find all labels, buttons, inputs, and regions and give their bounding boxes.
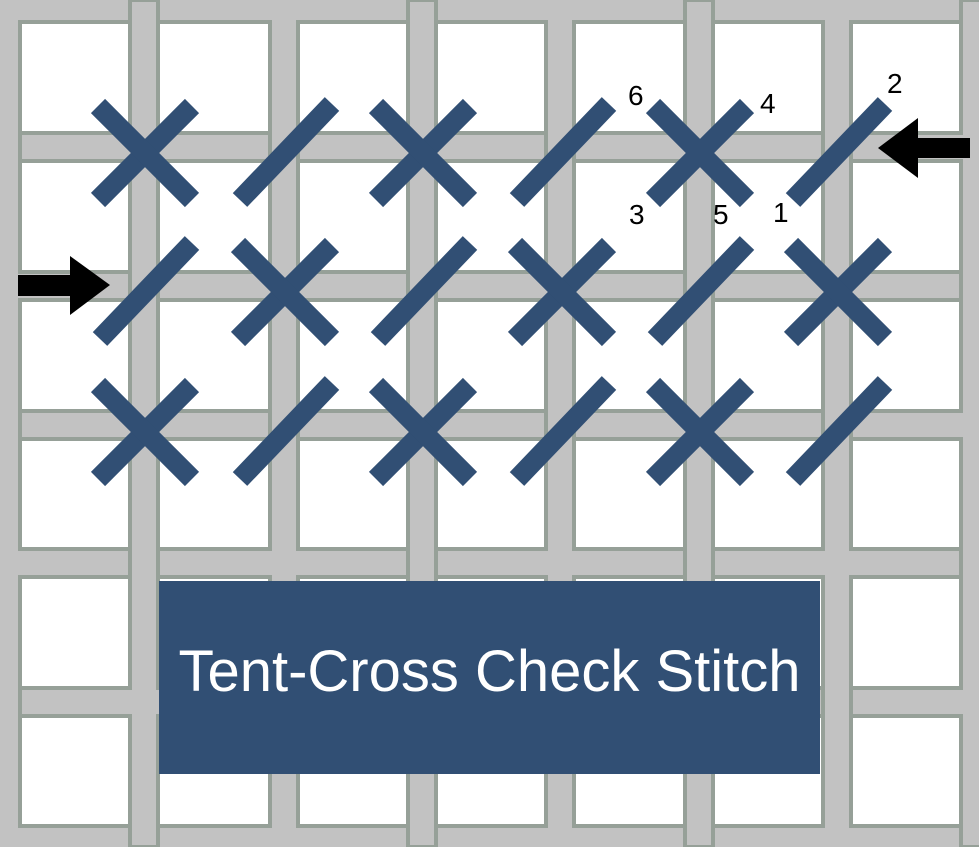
- tent-stitch: [509, 376, 617, 486]
- thread-weave-over: [959, 690, 979, 714]
- thread-weave-over: [544, 551, 576, 575]
- thread-weave-over: [268, 0, 300, 20]
- thread-weave-over: [0, 0, 22, 20]
- thread-weave-over: [959, 413, 979, 437]
- thread-weave-over: [821, 0, 853, 20]
- cross-stitch: [368, 377, 478, 487]
- stitch-diagonal-back: [368, 377, 478, 487]
- cross-stitch: [90, 98, 200, 208]
- cross-stitch: [368, 98, 478, 208]
- stitch-diagonal-back: [90, 377, 200, 487]
- stitches: [90, 97, 893, 487]
- cross-stitch: [507, 237, 617, 347]
- arrows: [18, 118, 970, 315]
- step-label-4: 4: [760, 88, 776, 119]
- stitch-diagonal-back: [90, 98, 200, 208]
- stitch-diagonal-back: [783, 237, 893, 347]
- tent-stitch: [232, 97, 340, 207]
- stitch-diagonal-back: [230, 237, 340, 347]
- stitch-diagonal-back: [645, 377, 755, 487]
- tent-stitch: [785, 97, 893, 207]
- tent-stitch: [370, 236, 478, 346]
- cross-stitch: [230, 237, 340, 347]
- step-label-1: 1: [773, 197, 789, 228]
- horizontal-thread: [0, 547, 979, 579]
- tent-stitch: [232, 376, 340, 486]
- cross-stitch: [90, 377, 200, 487]
- thread-weave-over: [821, 828, 853, 847]
- arrow-right-icon: [18, 256, 110, 315]
- tent-stitch: [647, 236, 755, 346]
- thread-weave-over: [128, 690, 160, 714]
- tent-stitch: [785, 376, 893, 486]
- stitch-diagonal-back: [645, 98, 755, 208]
- stitch-diagonal-back: [368, 98, 478, 208]
- thread-weave-over: [544, 0, 576, 20]
- step-label-3: 3: [629, 199, 645, 230]
- step-label-5: 5: [713, 199, 729, 230]
- thread-weave-over: [0, 551, 22, 575]
- thread-weave-over: [268, 828, 300, 847]
- tent-stitch: [92, 236, 200, 346]
- tent-stitch: [509, 97, 617, 207]
- cross-stitch: [645, 377, 755, 487]
- step-label-6: 6: [628, 80, 644, 111]
- thread-weave-over: [0, 274, 22, 298]
- cross-stitch: [645, 98, 755, 208]
- diagram-title: Tent-Cross Check Stitch: [178, 639, 801, 704]
- cross-stitch: [783, 237, 893, 347]
- vertical-thread: [0, 0, 22, 847]
- horizontal-thread: [0, 0, 979, 24]
- title-banner: Tent-Cross Check Stitch: [159, 581, 820, 774]
- thread-weave-over: [544, 828, 576, 847]
- horizontal-thread: [0, 824, 979, 847]
- thread-weave-over: [0, 828, 22, 847]
- thread-weave-over: [821, 551, 853, 575]
- stitch-diagonal-back: [507, 237, 617, 347]
- thread-weave-over: [268, 551, 300, 575]
- step-label-2: 2: [887, 68, 903, 99]
- arrow-left-icon: [878, 118, 970, 178]
